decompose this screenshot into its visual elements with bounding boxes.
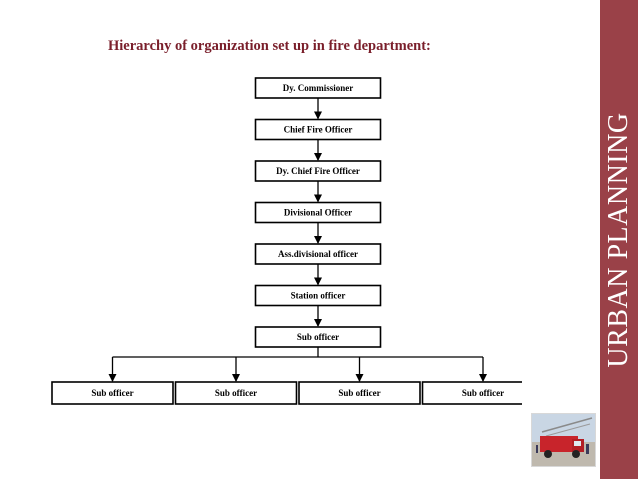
role-box-7-sub-officer-frame	[254, 326, 382, 348]
connectors	[108, 98, 487, 382]
role-box-7-sub-officer: Sub officer	[254, 326, 382, 348]
sub-officer-box-2: Sub officer	[174, 381, 298, 405]
role-box-5-ass-divisional-officer-label: Ass.divisional officer	[278, 249, 358, 259]
role-box-1-dy-commissioner-label: Dy. Commissioner	[283, 83, 354, 93]
role-box-1-dy-commissioner: Dy. Commissioner	[254, 77, 382, 99]
role-box-5-ass-divisional-officer: Ass.divisional officer	[254, 243, 382, 265]
sub-officer-box-1-frame	[51, 381, 174, 405]
role-box-4-divisional-officer: Divisional Officer	[254, 201, 382, 224]
role-box-5-ass-divisional-officer-frame	[254, 243, 382, 265]
role-box-7-sub-officer-label: Sub officer	[297, 332, 339, 342]
role-box-1-dy-commissioner-frame	[254, 77, 382, 99]
sub-officer-box-1: Sub officer	[51, 381, 174, 405]
slide-title: Hierarchy of organization set up in fire…	[108, 38, 431, 54]
role-box-2-chief-fire-officer-frame	[254, 118, 382, 141]
subordinate-row: Sub officer Sub officer Sub officer Sub off…	[51, 381, 522, 405]
sub-officer-box-3-label: Sub officer	[338, 388, 380, 398]
role-box-4-divisional-officer-label: Divisional Officer	[284, 208, 352, 218]
sidebar-band	[600, 0, 638, 479]
role-box-6-station-officer: Station officer	[254, 284, 382, 307]
role-box-6-station-officer-frame	[254, 284, 382, 307]
role-box-4-divisional-officer-frame	[254, 201, 382, 224]
role-box-3-dy-chief-fire-officer-frame	[254, 160, 382, 182]
sub-officer-box-1-label: Sub officer	[91, 388, 133, 398]
sub-officer-box-3-frame	[298, 381, 421, 405]
fire-engine-photo	[531, 413, 596, 467]
sub-officer-box-2-label: Sub officer	[215, 388, 257, 398]
sub-officer-box-2-frame	[174, 381, 298, 405]
role-box-3-dy-chief-fire-officer-label: Dy. Chief Fire Officer	[276, 166, 360, 176]
role-box-6-station-officer-label: Station officer	[291, 291, 346, 301]
sub-officer-box-3: Sub officer	[298, 381, 421, 405]
role-box-2-chief-fire-officer: Chief Fire Officer	[254, 118, 382, 141]
sub-officer-box-4-label: Sub officer	[462, 388, 504, 398]
role-box-3-dy-chief-fire-officer: Dy. Chief Fire Officer	[254, 160, 382, 182]
sidebar-label: URBAN PLANNING	[603, 112, 634, 368]
sub-officer-box-4: Sub officer	[421, 381, 522, 405]
role-box-2-chief-fire-officer-label: Chief Fire Officer	[284, 125, 353, 135]
sub-officer-box-4-frame	[421, 381, 522, 405]
